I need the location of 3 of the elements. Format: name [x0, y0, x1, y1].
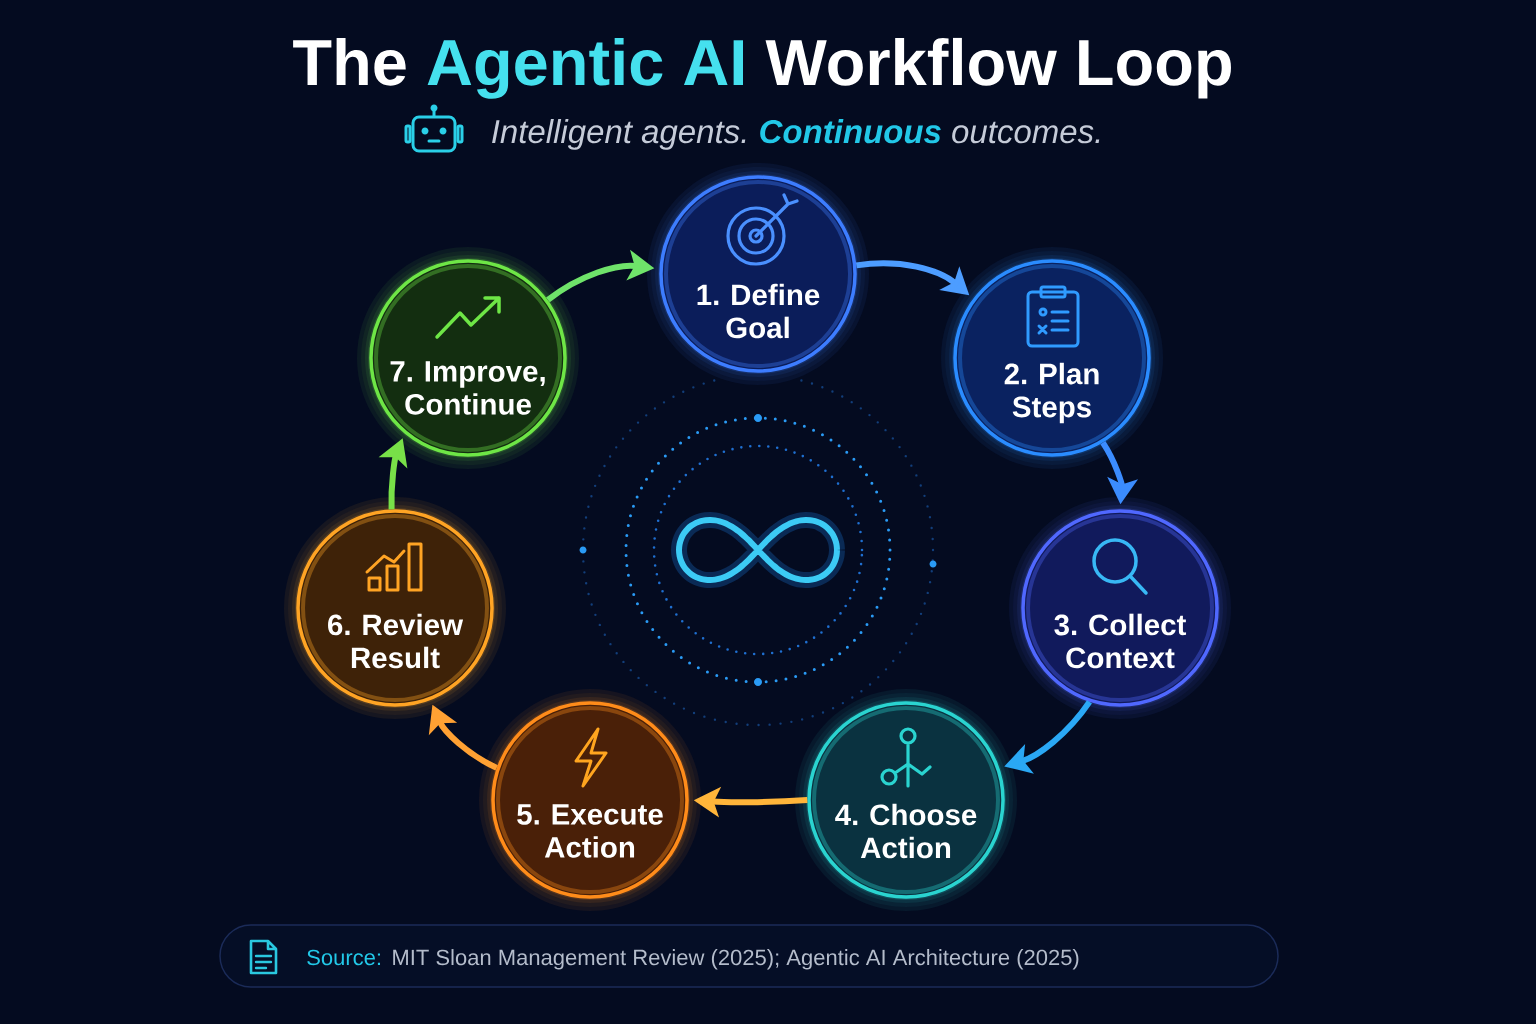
subtitle: Intelligent agents. Continuous outcomes.: [492, 119, 1100, 150]
title: The Agentic AI Workflow Loop: [293, 37, 1231, 99]
source-bar: Source: MIT Sloan Management Review (2025); Agentic AI Architecture (2025): [219, 924, 1279, 988]
